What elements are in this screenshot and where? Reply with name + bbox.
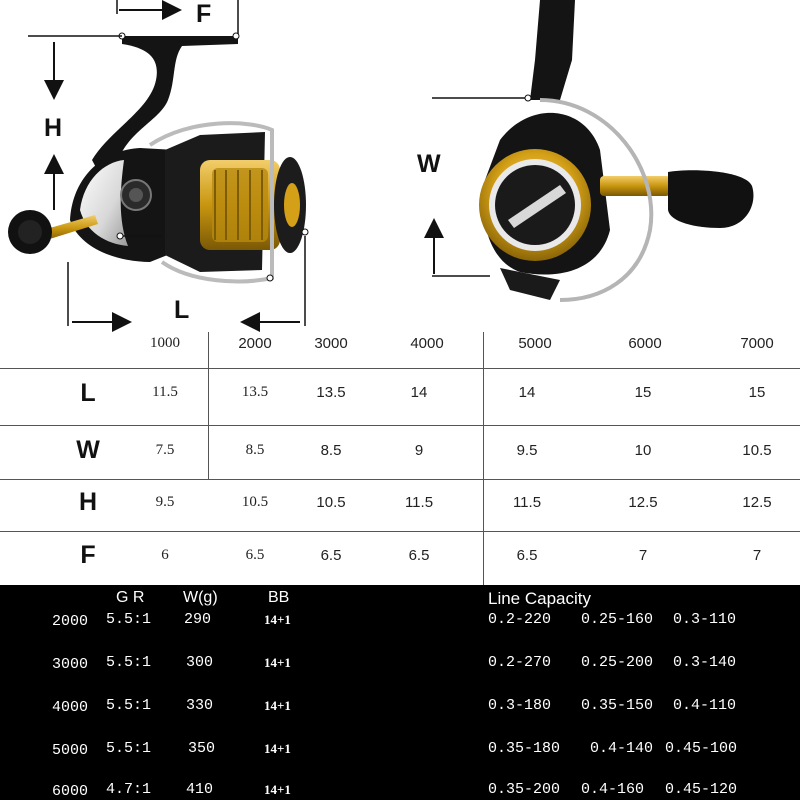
spec-bearings: 14+1	[264, 782, 291, 797]
cell-f-7000: 7	[752, 547, 762, 564]
spec-line-2: 0.25-200	[581, 654, 654, 671]
cell-l-2000: 13.5	[241, 384, 269, 400]
spec-line-3: 0.45-120	[665, 781, 738, 798]
cell-w-7000: 10.5	[742, 442, 772, 459]
spec-gear-ratio: 5.5:1	[106, 654, 152, 671]
cell-f-1000: 6	[161, 547, 169, 563]
cell-l-5000: 14	[518, 384, 536, 401]
cell-h-2000: 10.5	[241, 494, 269, 510]
reel-side-view	[8, 36, 306, 284]
row-label-l: L	[80, 379, 96, 407]
spec-weight: 330	[186, 697, 214, 714]
spec-line-1: 0.2-270	[488, 654, 552, 671]
spec-weight: 300	[186, 654, 214, 671]
cell-f-2000: 6.5	[245, 547, 265, 563]
cell-h-4000: 11.5	[404, 494, 434, 511]
cell-h-7000: 12.5	[742, 494, 772, 511]
spec-model: 3000	[52, 656, 89, 673]
spec-line-2: 0.4-160	[581, 781, 645, 798]
spec-table: G R W(g) BB Line Capacity 2000 5.5:1 290…	[0, 585, 800, 800]
row-label-h: H	[78, 488, 98, 516]
spec-bearings: 14+1	[264, 741, 291, 756]
col-header-2000: 2000	[238, 335, 272, 352]
col-header-1000: 1000	[150, 335, 180, 351]
spec-line-3: 0.4-110	[673, 697, 737, 714]
cell-w-6000: 10	[634, 442, 652, 459]
reel-front-view	[479, 0, 754, 302]
col-header-5000: 5000	[518, 335, 552, 352]
col-header-7000: 7000	[740, 335, 774, 352]
product-diagram: F H L W	[0, 0, 800, 332]
cell-h-5000: 11.5	[512, 494, 542, 511]
dimension-label-l: L	[174, 296, 190, 324]
spec-line-2: 0.35-150	[581, 697, 654, 714]
row-label-f: F	[80, 541, 96, 569]
spec-line-1: 0.2-220	[488, 611, 552, 628]
spec-bearings: 14+1	[264, 612, 291, 627]
spec-model: 4000	[52, 699, 89, 716]
spec-gear-ratio: 5.5:1	[106, 697, 152, 714]
spec-header-line-capacity: Line Capacity	[488, 589, 592, 608]
cell-f-5000: 6.5	[516, 547, 538, 564]
col-header-4000: 4000	[410, 335, 444, 352]
reel-dimension-diagram	[8, 0, 754, 332]
cell-w-3000: 8.5	[320, 442, 342, 459]
spec-gear-ratio: 4.7:1	[106, 781, 152, 798]
spec-model: 2000	[52, 613, 89, 630]
spec-gear-ratio: 5.5:1	[106, 611, 152, 628]
spec-line-1: 0.35-180	[488, 740, 561, 757]
spec-header-weight: W(g)	[183, 589, 218, 606]
col-header-3000: 3000	[314, 335, 348, 352]
spec-line-2: 0.25-160	[581, 611, 654, 628]
cell-h-3000: 10.5	[316, 494, 346, 511]
row-label-w: W	[76, 436, 100, 464]
spec-model: 5000	[52, 742, 89, 759]
spec-line-3: 0.45-100	[665, 740, 738, 757]
col-header-6000: 6000	[628, 335, 662, 352]
spec-header-gear-ratio: G R	[116, 589, 145, 606]
spec-line-3: 0.3-140	[673, 654, 737, 671]
cell-w-1000: 7.5	[155, 442, 175, 458]
spec-model: 6000	[52, 783, 89, 800]
cell-w-2000: 8.5	[245, 442, 265, 458]
dimension-table: 1000 2000 3000 4000 5000 6000 7000 L 11.…	[0, 332, 800, 585]
cell-f-4000: 6.5	[408, 547, 430, 564]
spec-line-1: 0.3-180	[488, 697, 552, 714]
cell-l-1000: 11.5	[152, 384, 178, 400]
dimension-label-h: H	[44, 114, 63, 142]
spec-weight: 290	[184, 611, 212, 628]
cell-l-6000: 15	[634, 384, 652, 401]
cell-l-3000: 13.5	[316, 384, 346, 401]
spec-weight: 350	[188, 740, 216, 757]
spec-line-3: 0.3-110	[673, 611, 737, 628]
dimension-label-f: F	[196, 0, 212, 28]
spec-weight: 410	[186, 781, 214, 798]
cell-w-5000: 9.5	[516, 442, 538, 459]
spec-bearings: 14+1	[264, 655, 291, 670]
spec-gear-ratio: 5.5:1	[106, 740, 152, 757]
spec-line-2: 0.4-140	[590, 740, 654, 757]
cell-f-6000: 7	[638, 547, 648, 564]
spec-header-bearings: BB	[268, 589, 290, 606]
spec-bearings: 14+1	[264, 698, 291, 713]
cell-l-7000: 15	[748, 384, 766, 401]
cell-l-4000: 14	[410, 384, 428, 401]
cell-h-6000: 12.5	[628, 494, 658, 511]
cell-h-1000: 9.5	[155, 494, 175, 510]
dimension-label-w: W	[417, 150, 441, 178]
spec-line-1: 0.35-200	[488, 781, 561, 798]
cell-w-4000: 9	[414, 442, 424, 459]
cell-f-3000: 6.5	[320, 547, 342, 564]
